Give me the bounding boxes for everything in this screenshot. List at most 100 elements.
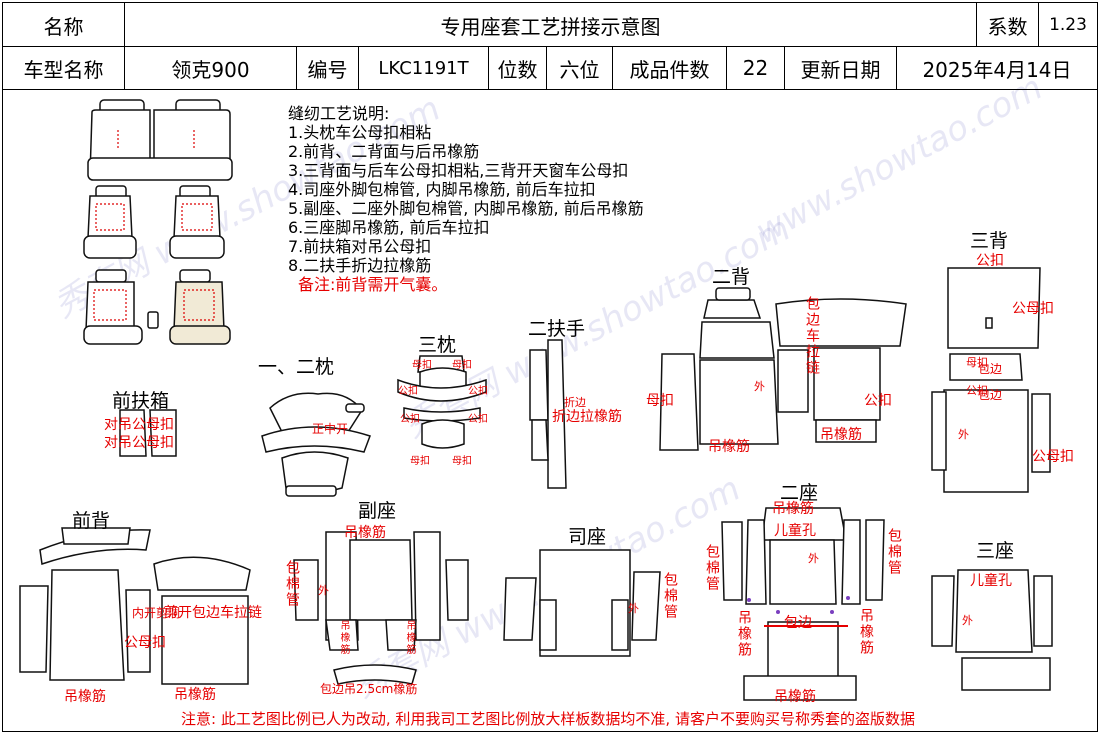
- annotation: 外: [958, 428, 969, 441]
- code-label: 编号: [297, 47, 359, 89]
- annotation: 吊橡筋: [174, 687, 216, 703]
- front-back-pieces: [19, 527, 251, 685]
- annotation: 吊橡筋: [858, 608, 874, 656]
- coef-label: 系数: [977, 3, 1039, 47]
- annotation: 公扣: [400, 414, 420, 425]
- note-item: 3.三背面与后车公母扣相粘,三背开天窗车公母扣: [288, 161, 629, 180]
- annotation: 公母扣: [1032, 449, 1074, 465]
- section-front-armrest: 前扶箱: [112, 390, 170, 412]
- annotation: 包棉管: [662, 572, 678, 620]
- seat-2-pieces: [721, 507, 885, 701]
- name-label: 名称: [3, 3, 125, 47]
- annotation: 外: [318, 584, 329, 597]
- footer-note: 注意: 此工艺图比例已人为改动, 利用我司工艺图比例放大样板数据均不准, 请客户…: [181, 710, 915, 728]
- annotation: 包边: [978, 362, 1003, 376]
- section-passenger-seat: 副座: [358, 500, 397, 522]
- annotation: 外: [754, 380, 765, 393]
- back-2-pieces: [659, 287, 907, 451]
- section-back-3: 三背: [970, 230, 1009, 252]
- annotation: 包边: [784, 615, 812, 631]
- driver-seat-pieces: [503, 549, 661, 657]
- note-item: 4.司座外脚包棉管, 内脚吊橡筋, 前后车拉扣: [288, 180, 596, 199]
- section-front-back: 前背: [72, 510, 111, 532]
- annotation: 公扣: [966, 384, 988, 397]
- annotation: 儿童孔: [774, 523, 816, 539]
- headrest-3-pieces: [397, 355, 487, 449]
- annotation: 母扣: [412, 360, 432, 371]
- annotation: 吊橡筋: [344, 525, 386, 541]
- note-item: 8.二扶手折边拉橡筋: [288, 256, 432, 275]
- model-label: 车型名称: [3, 47, 125, 89]
- front-armrest-pieces: [119, 409, 177, 457]
- annotation: 公扣: [398, 386, 418, 397]
- annotation: 包棉管: [704, 544, 720, 592]
- date-value: 2025年4月14日: [922, 57, 1072, 82]
- section-headrest-3: 三枕: [418, 334, 457, 356]
- sewing-notes: 缝纫工艺说明: 1.头枕车公母扣相粘 2.前背、二背面与后吊橡筋 3.三背面与后…: [288, 104, 644, 294]
- annotation: 公母扣: [124, 635, 166, 651]
- annotation: 包棉管: [284, 560, 300, 608]
- page-title: 专用座套工艺拼接示意图: [125, 3, 977, 47]
- annotation: 吊橡筋: [404, 620, 415, 656]
- section-back-2: 二背: [712, 266, 751, 288]
- date-label: 更新日期: [785, 47, 897, 89]
- annotation: 公扣: [468, 414, 488, 425]
- seat-overview: [83, 99, 233, 345]
- annotation: 公扣: [976, 253, 1004, 269]
- notes-remark: 备注:前背需开气囊。: [298, 275, 448, 294]
- annotation: 母扣: [452, 456, 472, 467]
- section-armrest-2: 二扶手: [528, 318, 586, 340]
- annotation: 包边: [978, 388, 1003, 402]
- annotation: 公扣: [864, 393, 892, 409]
- annotation: 母扣: [646, 393, 674, 409]
- notes-heading: 缝纫工艺说明:: [288, 104, 390, 123]
- annotation: 吊橡筋: [64, 689, 106, 705]
- seats-label: 位数: [489, 47, 547, 89]
- annotation: 吊橡筋: [736, 610, 752, 658]
- armrest-2-pieces: [529, 339, 567, 489]
- annotation: 吊橡筋: [338, 620, 349, 656]
- annotation: 包棉管: [886, 528, 902, 576]
- annotation: 对吊公母扣: [104, 435, 174, 451]
- annotation: 吊橡筋: [772, 501, 814, 517]
- section-driver-seat: 司座: [568, 526, 607, 548]
- annotation: 内开剪洞: [132, 606, 181, 620]
- annotation: 母扣: [966, 356, 988, 369]
- annotation: 折边: [564, 396, 586, 409]
- annotation: 剪开包边车拉链: [164, 605, 262, 621]
- pieces-label: 成品件数: [613, 47, 727, 89]
- annotation: 外: [808, 552, 819, 565]
- annotation: 母扣: [410, 456, 430, 467]
- section-seat-3: 三座: [976, 540, 1015, 562]
- headrest-12-pieces: [261, 392, 371, 497]
- annotation: 吊橡筋: [820, 427, 862, 443]
- note-item: 6.三座脚吊橡筋, 前后车拉扣: [288, 218, 490, 237]
- note-item: 1.头枕车公母扣相粘: [288, 123, 432, 142]
- annotation: 外: [962, 614, 973, 627]
- note-item: 7.前扶箱对吊公母扣: [288, 237, 432, 256]
- coef-value: 1.23: [1049, 15, 1087, 35]
- annotation: 包边吊2.5cm橡筋: [320, 682, 418, 696]
- annotation: 折边拉橡筋: [552, 409, 622, 425]
- annotation: 对吊公母扣: [104, 417, 174, 433]
- back-3-pieces: [931, 267, 1051, 493]
- annotation: 公扣: [468, 386, 488, 397]
- model-value: 领克900: [125, 47, 297, 89]
- note-item: 2.前背、二背面与后吊橡筋: [288, 142, 480, 161]
- seat-3-pieces: [931, 569, 1053, 691]
- section-seat-2: 二座: [780, 482, 819, 504]
- annotation: 吊橡筋: [774, 689, 816, 705]
- section-headrest-12: 一、二枕: [258, 356, 335, 378]
- annotation: 正中开: [312, 422, 349, 436]
- seats-value: 六位: [547, 47, 613, 89]
- annotation: 母扣: [452, 360, 472, 371]
- annotation: 儿童孔: [970, 573, 1012, 589]
- pieces-value: 22: [727, 47, 785, 89]
- note-item: 5.副座、二座外脚包棉管, 内脚吊橡筋, 前后吊橡筋: [288, 199, 644, 218]
- passenger-seat-pieces: [293, 531, 469, 685]
- annotation: 外: [628, 602, 639, 615]
- annotation: 公母扣: [1012, 301, 1054, 317]
- annotation: 包边车拉链: [804, 296, 820, 376]
- annotation: 吊橡筋: [708, 439, 750, 455]
